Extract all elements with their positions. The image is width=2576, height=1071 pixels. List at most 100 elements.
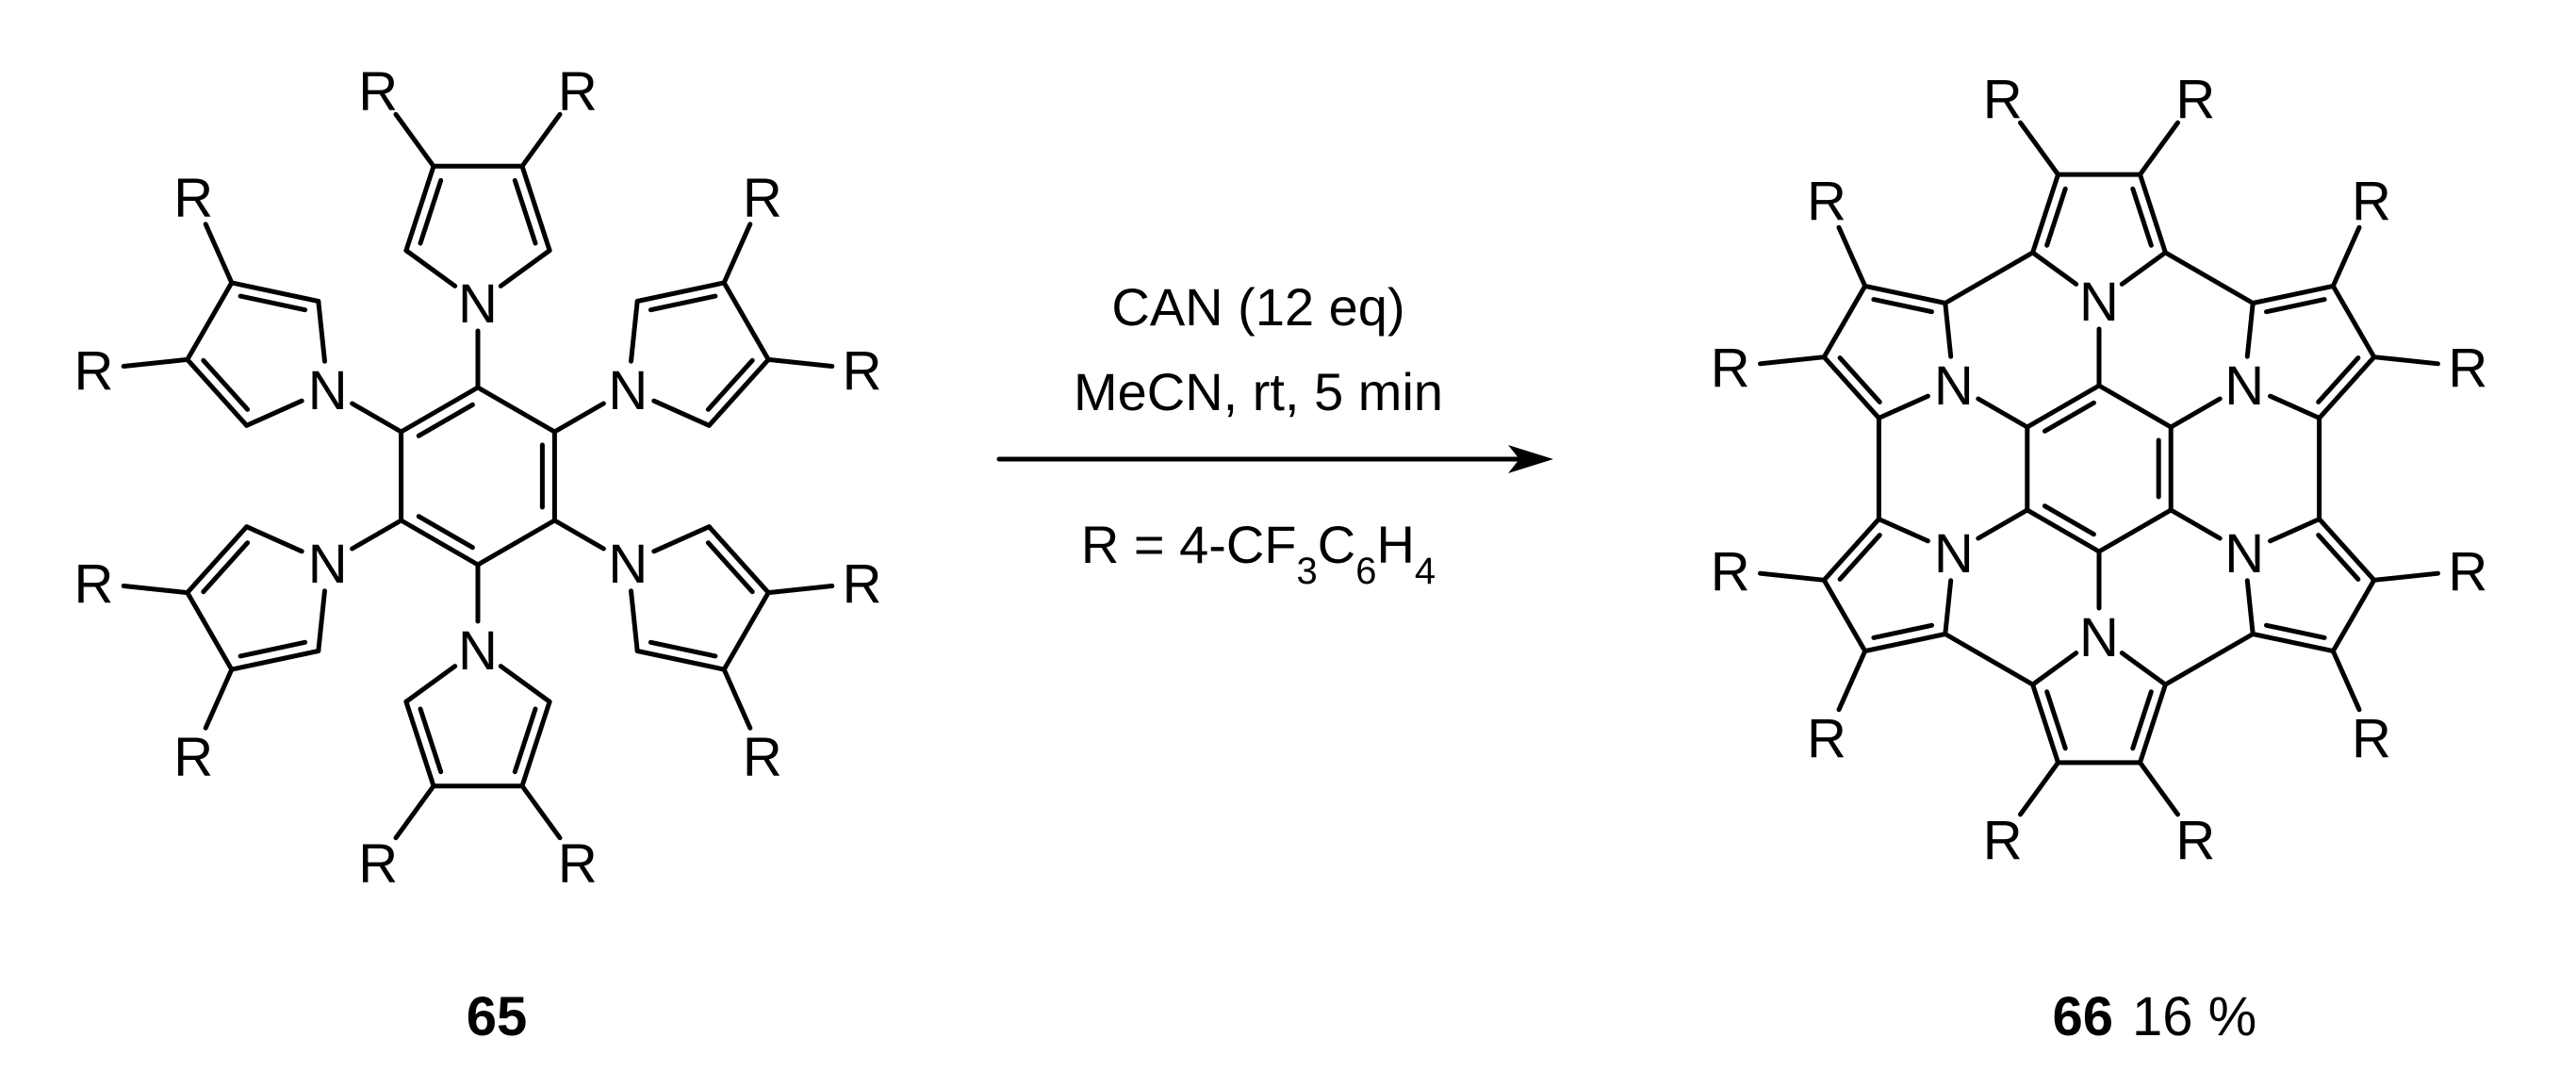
r-substituent: R — [2352, 171, 2391, 232]
benzene-double-bond — [2042, 503, 2096, 537]
benzene-double-bond — [416, 514, 475, 551]
r-substituent-bond — [203, 222, 235, 286]
pyrrole-bond — [403, 163, 436, 254]
r-substituent: R — [1983, 69, 2023, 130]
r-substituent: R — [1983, 810, 2023, 871]
nitrogen-atom: N — [2079, 272, 2119, 333]
pyrrole-bond — [519, 163, 552, 254]
pyrrole-bond — [316, 299, 327, 364]
pyrrole-bond — [1876, 393, 1930, 420]
pyrrole-bond — [229, 649, 321, 672]
r-substituent: R — [843, 553, 882, 615]
pyrrole-bond — [244, 398, 304, 428]
r-substituent-bond — [121, 356, 190, 369]
pyrrole-bond — [1821, 517, 1881, 583]
pyrrole-fusion-bond — [2162, 250, 2256, 305]
pyrrole-double-bond — [648, 639, 718, 659]
nitrogen-atom: N — [308, 534, 348, 595]
pyrrole-bond — [2244, 301, 2256, 359]
r-substituent: R — [743, 168, 782, 229]
nitrogen-atom: N — [308, 360, 348, 421]
pyrrole-bond — [2244, 578, 2256, 636]
benzene-bond — [475, 518, 557, 568]
n-aryl-bond — [350, 401, 404, 435]
n-aryl-bond — [350, 518, 404, 552]
r-substituent: R — [173, 726, 213, 787]
pyrrole-double-bond — [2316, 355, 2361, 404]
pyrrole-bond — [229, 280, 321, 304]
pyrrole-bond — [185, 524, 250, 596]
pyrrole-bond — [2138, 682, 2168, 766]
pyrrole-bond — [2030, 682, 2060, 766]
pyrrole-bond — [634, 280, 727, 304]
r-substituent-bond — [393, 783, 436, 841]
r-substituent: R — [1711, 541, 1750, 602]
n-aryl-bond — [551, 518, 606, 552]
r-substituent-bond — [1758, 570, 1827, 583]
r-substituent-bond — [2018, 760, 2060, 817]
benzene-bond — [399, 385, 481, 435]
pyrrole-bond — [2030, 250, 2079, 287]
r-substituent: R — [558, 833, 598, 895]
r-substituent-bond — [2138, 120, 2180, 177]
r-substituent-bond — [121, 584, 190, 596]
pyrrole-double-bond — [1837, 533, 1882, 582]
pyrrole-bond — [2268, 393, 2322, 420]
pyrrole-bond — [1943, 578, 1954, 636]
nitrogen-atom: N — [608, 534, 648, 595]
pyrrole-bond — [2030, 172, 2060, 255]
r-substituent-bond — [721, 222, 753, 286]
n-aryl-bond — [1976, 396, 2030, 430]
benzene-bond — [2025, 507, 2102, 554]
r-substituent: R — [358, 833, 398, 895]
r-substituent-bond — [1758, 354, 1827, 367]
r-substituent-bond — [1836, 649, 1868, 713]
solvent-conditions-text: MeCN, rt, 5 min — [1074, 362, 1443, 421]
r-substituent-bond — [2138, 760, 2180, 817]
r-substituent-bond — [393, 111, 436, 169]
r-substituent-bond — [2371, 570, 2440, 583]
nitrogen-atom: N — [2224, 523, 2264, 585]
pyrrole-bond — [2317, 354, 2377, 420]
pyrrole-bond — [2250, 632, 2336, 654]
r-substituent-bond — [2018, 120, 2060, 177]
reactant-compound-number: 65 — [467, 986, 528, 1047]
pyrrole-bond — [185, 280, 235, 362]
pyrrole-bond — [185, 356, 250, 428]
pyrrole-bond — [2250, 283, 2336, 305]
pyrrole-bond — [403, 248, 458, 288]
pyrrole-bond — [629, 588, 640, 653]
pyrrole-fusion-bond — [1943, 632, 2036, 687]
pyrrole-double-bond — [238, 293, 308, 313]
pyrrole-bond — [721, 280, 771, 362]
pyrrole-bond — [634, 649, 727, 672]
benzene-bond — [475, 385, 557, 435]
r-substituent: R — [743, 726, 782, 787]
pyrrole-double-bond — [2130, 186, 2154, 248]
r-substituent: R — [2175, 69, 2215, 130]
pyrrole-bond — [651, 398, 712, 428]
nitrogen-atom: N — [608, 360, 648, 421]
pyrrole-bond — [2119, 250, 2168, 287]
r-substituent-bond — [765, 584, 835, 596]
pyrrole-bond — [403, 699, 436, 789]
substituent-definition: R = 4-CF3C6H4 — [1081, 515, 1436, 592]
pyrrole-double-bond — [2264, 622, 2327, 640]
nitrogen-atom: N — [2224, 355, 2264, 417]
pyrrole-bond — [1821, 577, 1868, 654]
pyrrole-double-bond — [238, 639, 308, 659]
pyrrole-double-bond — [1871, 297, 1934, 315]
pyrrole-fusion-bond — [2162, 632, 2256, 687]
reagent-text: CAN (12 eq) — [1111, 277, 1404, 337]
pyrrole-bond — [706, 356, 771, 428]
r-substituent: R — [2448, 338, 2487, 399]
n-aryl-bond — [551, 401, 606, 435]
benzene-bond — [2096, 383, 2174, 430]
arrow-head — [1508, 445, 1553, 473]
pyrrole-bond — [721, 590, 771, 672]
pyrrole-bond — [498, 248, 552, 288]
pyrrole-bond — [1821, 354, 1881, 420]
